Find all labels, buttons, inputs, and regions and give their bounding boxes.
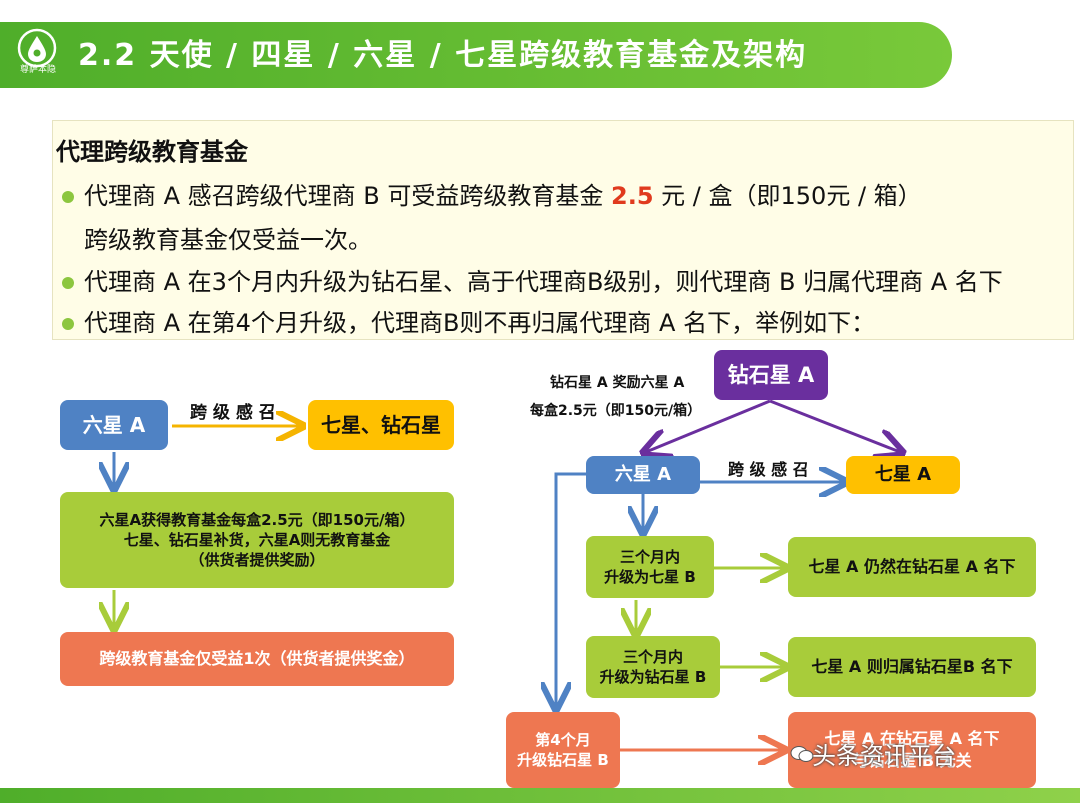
case3-line-2: 升级钻石星 B	[517, 751, 609, 769]
arrow-diamond-six	[646, 399, 771, 452]
seven-diamond-box: 七星、钻石星	[308, 400, 454, 450]
case2-box: 三个月内 升级为钻石星 B	[586, 636, 720, 698]
once-box: 跨级教育基金仅受益1次（供货者提供奖金）	[60, 632, 454, 686]
intro-bullet-3: 代理商 A 在第4个月升级，代理商B则不再归属代理商 A 名下，举例如下：	[84, 309, 876, 337]
arrow-diamond-seven	[769, 399, 900, 452]
header-banner	[0, 22, 952, 88]
intro-bullet-1: 代理商 A 感召跨级代理商 B 可受益跨级教育基金 2.5 元 / 盒（即150…	[84, 176, 922, 211]
recruit-label: 跨 级 感 召	[190, 403, 276, 423]
intro-bullet-1-cont: 跨级教育基金仅受益一次。	[84, 226, 372, 254]
fund-line-1: 六星A获得教育基金每盒2.5元（即150元/箱）	[99, 510, 415, 529]
watermark: 头条资讯平台	[812, 742, 956, 770]
case3-box: 第4个月 升级钻石星 B	[506, 712, 620, 788]
logo-icon	[17, 28, 57, 68]
result3-line-2: 与钻石星 B 无关	[852, 751, 972, 770]
fund-line-3: （供货者提供奖励）	[189, 551, 325, 570]
logo-text: 尊萨本隐	[19, 65, 56, 75]
intro-panel	[52, 120, 1074, 340]
result2-box: 七星 A 则归属钻石星B 名下	[788, 637, 1036, 697]
right-recruit-label: 跨 级 感 召	[728, 460, 809, 479]
intro-bullet-2: 代理商 A 在3个月内升级为钻石星、高于代理商B级别，则代理商 B 归属代理商 …	[84, 268, 1003, 296]
case2-line-2: 升级为钻石星 B	[599, 668, 707, 686]
page-title: 2.2 天使 / 四星 / 六星 / 七星跨级教育基金及架构	[78, 38, 808, 73]
intro-bullet-1-text: 代理商 A 感召跨级代理商 B 可受益跨级教育基金	[84, 182, 612, 210]
highlight-value: 2.5	[611, 182, 654, 210]
reward-line-1: 钻石星 A 奖励六星 A	[550, 375, 685, 391]
fund-box: 六星A获得教育基金每盒2.5元（即150元/箱） 七星、钻石星补货，六星A则无教…	[60, 492, 454, 588]
chat-bubble-icon	[790, 746, 814, 762]
case1-line-1: 三个月内	[619, 547, 680, 566]
bullet-icon	[62, 318, 74, 330]
arrow-right-side	[556, 472, 586, 706]
case1-box: 三个月内 升级为七星 B	[586, 536, 714, 598]
result3-line-1: 七星 A 在钻石星 A 名下	[824, 729, 1000, 749]
result3-box: 七星 A 在钻石星 A 名下 与钻石星 B 无关	[788, 712, 1036, 788]
diamond-a-box: 钻石星 A	[714, 350, 828, 400]
case1-line-2: 升级为七星 B	[604, 568, 696, 586]
bullet-icon	[62, 277, 74, 289]
seven-star-a-box: 七星 A	[846, 456, 960, 494]
reward-line-2: 每盒2.5元（即150元/箱）	[530, 403, 702, 419]
intro-bullet-1-unit: 元 / 盒（即150元 / 箱）	[653, 182, 922, 210]
right-six-star-box: 六星 A	[586, 456, 700, 494]
footer-bar	[0, 788, 1080, 803]
result1-box: 七星 A 仍然在钻石星 A 名下	[788, 537, 1036, 597]
fund-line-2: 七星、钻石星补货，六星A则无教育基金	[123, 530, 391, 549]
bullet-icon	[62, 191, 74, 203]
case2-line-1: 三个月内	[622, 647, 683, 666]
intro-heading: 代理跨级教育基金	[56, 138, 248, 166]
case3-line-1: 第4个月	[535, 730, 591, 749]
six-star-a-box: 六星 A	[60, 400, 168, 450]
